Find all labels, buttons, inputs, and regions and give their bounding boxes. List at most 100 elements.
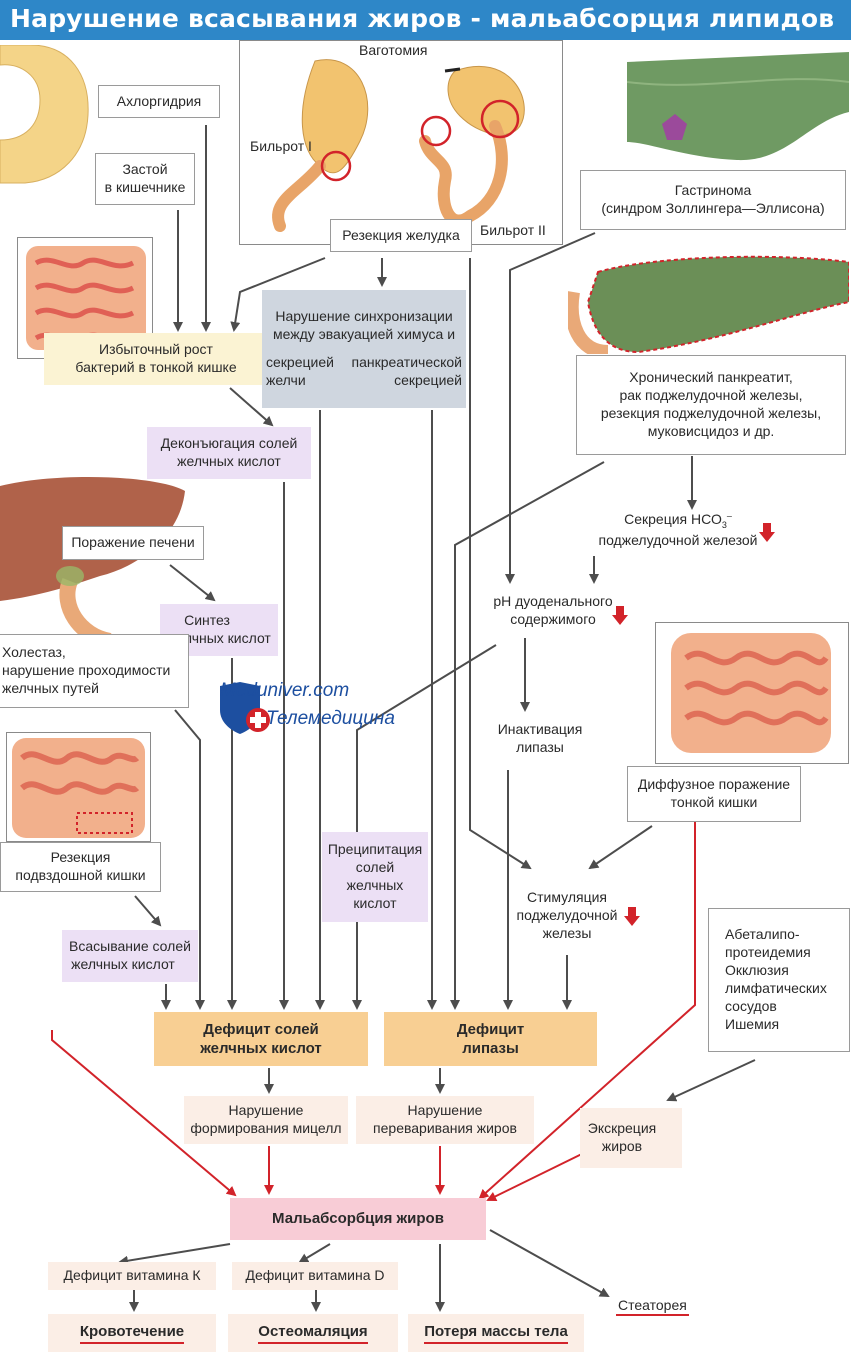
weight-loss-text: Потеря массы тела <box>424 1322 568 1344</box>
vitamin-d-deficit-box: Дефицит витамина D <box>232 1262 398 1290</box>
bile-salt-deficit-box: Дефицит солей желчных кислот <box>154 1012 368 1066</box>
watermark-line2: Телемедицина <box>266 708 395 729</box>
malabsorption-text: Мальабсорбция жиров <box>272 1210 444 1228</box>
gastric-surgery-illustration <box>272 59 525 232</box>
diffuse-line1: Диффузное поражение <box>637 776 791 793</box>
bleeding-text: Кровотечение <box>79 1322 185 1344</box>
watermark-line1: Meduniver.com <box>220 680 350 701</box>
title-bar: Нарушение всасывания жиров - мальабсорци… <box>0 0 851 40</box>
achlorhydria-box: Ахлоргидрия <box>98 85 220 118</box>
pancreatitis-line3: резекция поджелудочной железы, <box>600 405 822 421</box>
absorb-line2: желчных кислот <box>71 956 175 972</box>
fat-malabsorption-box: Мальабсорбция жиров <box>230 1198 486 1240</box>
precip-line1: Преципитация <box>327 841 423 858</box>
lipase-def-line1: Дефицит <box>456 1020 525 1038</box>
gastrinoma-line1: Гастринома <box>674 182 752 199</box>
abetalipoproteinemia-box: Абеталипо- протеидемия Окклюзия лимфатич… <box>708 908 850 1052</box>
bacteria-intestine-illustration <box>26 246 146 350</box>
steatorrhea-label: Стеаторея <box>616 1296 689 1317</box>
sync-line3: секрецией панкреатической <box>266 354 462 372</box>
pancreatitis-line4: муковисцидоз и др. <box>647 422 775 439</box>
abeta-line6: Ишемия <box>725 1015 780 1032</box>
stomach-illustration <box>0 45 89 184</box>
abeta-line2: протеидемия <box>725 944 811 961</box>
gastric-resection-text: Резекция желудка <box>342 226 460 243</box>
lipase-inact-line2: липазы <box>516 739 564 756</box>
ph-line2: содержимого <box>510 611 596 628</box>
abeta-line3: Окклюзия <box>725 962 789 979</box>
vagotomy-label: Ваготомия <box>359 42 428 58</box>
achlorhydria-text: Ахлоргидрия <box>116 92 202 109</box>
bacterial-overgrowth-box: Избыточный рост бактерий в тонкой кишке <box>44 333 268 385</box>
ileum-illustration <box>12 738 145 838</box>
micelle-line1: Нарушение <box>228 1102 304 1119</box>
page-title: Нарушение всасывания жиров - мальабсорци… <box>10 4 835 33</box>
precip-line4: кислот <box>353 894 397 911</box>
precipitation-box: Преципитация солей желчных кислот <box>322 832 428 922</box>
gastrinoma-box: Гастринома (синдром Золлингера—Эллисона) <box>580 170 846 230</box>
deconj-line1: Деконъюгация солей <box>160 435 298 452</box>
gastric-resection-box: Резекция желудка <box>330 219 472 252</box>
deconjugation-box: Деконъюгация солей желчных кислот <box>147 427 311 479</box>
pancreatitis-line1: Хронический панкреатит, <box>629 369 793 386</box>
ph-duodenal-label: pH дуоденального содержимого <box>488 592 618 628</box>
gastrinoma-line2: (синдром Золлингера—Эллисона) <box>601 200 825 216</box>
vitd-text: Дефицит витамина D <box>245 1267 385 1284</box>
excretion-line2: жиров <box>601 1138 643 1154</box>
sync-disorder-box: Нарушение синхронизации между эвакуацией… <box>262 290 466 408</box>
liver-damage-box: Поражение печени <box>62 526 204 560</box>
pancreas-illustration <box>626 52 850 167</box>
precip-line2: солей <box>355 859 395 876</box>
watermark-logo-icon <box>220 682 270 734</box>
diffuse-line2: тонкой кишки <box>670 794 758 810</box>
lipase-deficit-box: Дефицит липазы <box>384 1012 597 1066</box>
stim-line2: поджелудочной <box>516 907 618 924</box>
cholestasis-line3: желчных путей <box>2 679 99 696</box>
abeta-line5: сосудов <box>725 997 777 1014</box>
hco3-line1: Секреция НСО <box>624 511 722 527</box>
cholestasis-box: Холестаз, нарушение проходимости желчных… <box>0 634 189 708</box>
synth-line1: Синтез <box>184 612 230 629</box>
small-intestine-illustration <box>671 633 831 753</box>
digest-line1: Нарушение <box>407 1102 483 1119</box>
micelle-line2: формирования мицелл <box>190 1120 342 1136</box>
deconj-line2: желчных кислот <box>177 453 281 469</box>
stasis-line2: в кишечнике <box>104 179 186 195</box>
sync-line1: Нарушение синхронизации <box>275 308 453 325</box>
stim-line3: железы <box>542 925 592 942</box>
sync-line4: желчи секрецией <box>266 372 462 390</box>
micelle-formation-box: Нарушение формирования мицелл <box>184 1096 348 1144</box>
fat-excretion-box: Экскреция жиров <box>580 1108 682 1168</box>
vitk-text: Дефицит витамина К <box>63 1267 201 1284</box>
osteomalacia-text: Остеомаляция <box>258 1322 368 1344</box>
gastric-surgery-frame <box>239 40 563 245</box>
abeta-line1: Абеталипо- <box>725 926 800 943</box>
sync-line3b: панкреатической <box>351 354 462 370</box>
ileal-line2: подвздошной кишки <box>15 867 146 883</box>
excretion-line1: Экскреция <box>587 1120 657 1137</box>
cholestasis-line2: нарушение проходимости <box>2 662 171 679</box>
stasis-box: Застой в кишечнике <box>95 153 195 205</box>
sync-line3a: секрецией <box>266 354 334 370</box>
hco3-sup: – <box>726 510 732 521</box>
hco3-line2: поджелудочной железой <box>598 532 758 549</box>
ph-line1: pH дуоденального <box>493 593 613 609</box>
pancreas-stimulation-label: Стимуляция поджелудочной железы <box>508 888 626 943</box>
pancreatitis-illustration <box>564 252 850 359</box>
abeta-line4: лимфатических <box>725 980 827 996</box>
ileum-frame <box>6 732 151 842</box>
ileal-resection-box: Резекция подвздошной кишки <box>0 842 161 892</box>
lipase-inactivation-label: Инактивация липазы <box>488 720 592 756</box>
billroth1-label: Бильрот I <box>250 138 312 154</box>
precip-line3: желчных <box>346 877 404 893</box>
small-intestine-frame <box>655 622 849 764</box>
stasis-line1: Застой <box>122 161 168 178</box>
cholestasis-line1: Холестаз, <box>2 644 66 661</box>
stim-line1: Стимуляция <box>527 889 607 905</box>
liver-damage-text: Поражение печени <box>71 534 195 551</box>
watermark: Meduniver.com Телемедицина <box>212 680 422 741</box>
synth-line2: желчных кислот <box>167 630 271 646</box>
vitamin-k-deficit-box: Дефицит витамина К <box>48 1262 216 1290</box>
pancreatitis-box: Хронический панкреатит, рак поджелудочно… <box>576 355 846 455</box>
billroth2-label: Бильрот II <box>480 222 546 238</box>
